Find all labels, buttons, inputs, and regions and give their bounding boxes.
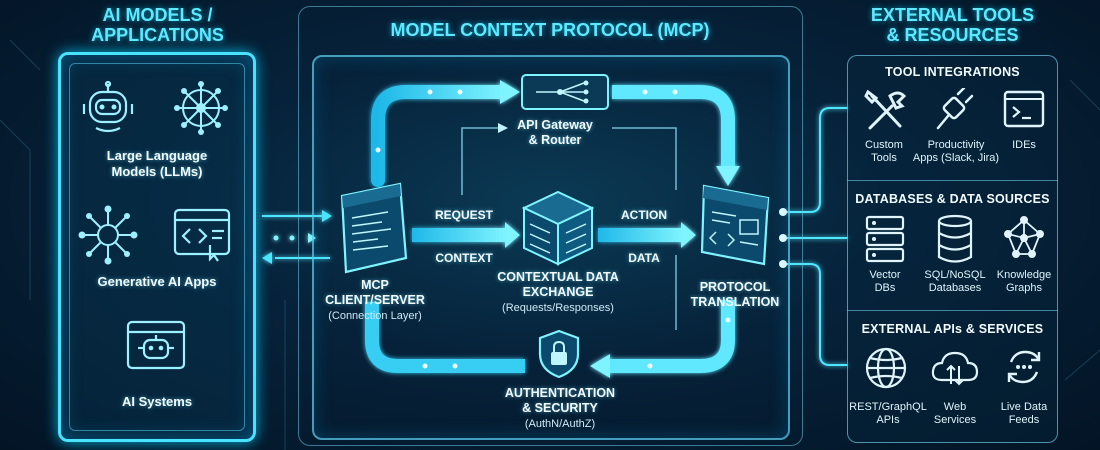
globe-icon	[865, 347, 907, 389]
action-label: ACTION	[621, 208, 667, 222]
context-label: CONTEXT	[435, 251, 493, 265]
external-apis-heading: EXTERNAL APIs & SERVICES	[861, 322, 1044, 336]
data-cube-icon	[521, 190, 595, 266]
ai-system-icon	[126, 320, 186, 370]
ides-label: IDEs	[1012, 139, 1036, 151]
router-icon	[521, 74, 609, 110]
llm-label: Large Language Models (LLMs)	[106, 148, 208, 179]
connection-layer-label: (Connection Layer)	[328, 310, 422, 322]
right-panel-title: EXTERNAL TOOLS & RESOURCES	[870, 5, 1035, 45]
mcp-title: MODEL CONTEXT PROTOCOL (MCP)	[390, 20, 710, 40]
client-server-icon	[340, 182, 408, 274]
shield-lock-icon	[538, 329, 580, 379]
code-window-icon	[173, 208, 231, 262]
ai-gear-icon	[78, 205, 138, 265]
requests-responses-label: (Requests/Responses)	[502, 302, 614, 314]
graph-icon	[1004, 216, 1044, 258]
sync-icon	[1007, 350, 1041, 384]
mcp-outer-frame	[298, 6, 803, 446]
protocol-translation-label: PROTOCOL TRANSLATION	[690, 280, 780, 309]
section-divider	[847, 310, 1058, 311]
contextual-exchange-label: CONTEXTUAL DATA EXCHANGE	[497, 270, 619, 299]
translation-icon	[700, 184, 770, 266]
server-icon	[865, 215, 905, 263]
gateway-label: API Gateway & Router	[517, 118, 593, 147]
tool-integrations-heading: TOOL INTEGRATIONS	[885, 65, 1020, 79]
tools-icon	[864, 89, 907, 130]
database-icon	[937, 214, 973, 263]
mcp-inner-frame	[312, 55, 790, 440]
left-panel-title: AI MODELS / APPLICATIONS	[91, 5, 224, 45]
data-label: DATA	[628, 251, 660, 265]
section-divider	[847, 180, 1058, 181]
generative-ai-label: Generative AI Apps	[97, 274, 217, 289]
client-server-label: MCP CLIENT/SERVER	[325, 278, 425, 307]
plug-icon	[936, 88, 974, 130]
robot-icon	[82, 80, 134, 133]
terminal-icon	[1003, 90, 1045, 128]
cloud-icon	[931, 351, 979, 386]
databases-heading: DATABASES & DATA SOURCES	[855, 192, 1050, 206]
auth-security-label: AUTHENTICATION & SECURITY	[504, 386, 616, 415]
authn-authz-label: (AuthN/AuthZ)	[524, 418, 596, 430]
ai-systems-label: AI Systems	[121, 394, 193, 409]
neural-network-icon	[174, 81, 228, 135]
request-label: REQUEST	[434, 208, 493, 222]
